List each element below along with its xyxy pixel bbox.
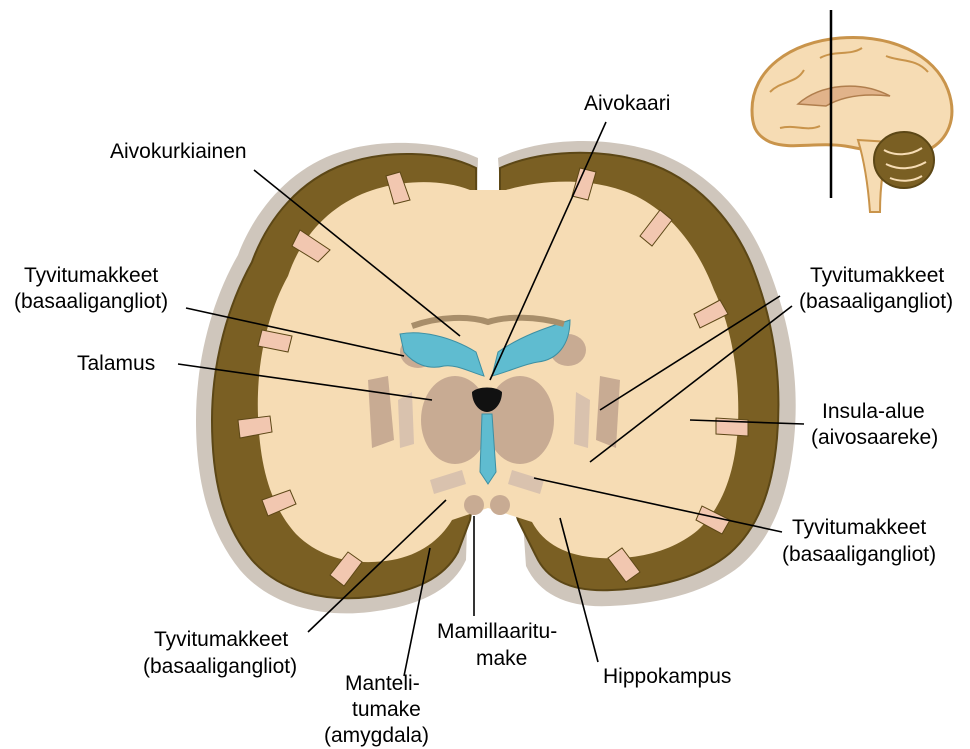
label-manteli-line2: tumake	[352, 698, 421, 721]
label-aivokaari: Aivokaari	[584, 92, 670, 115]
thumbnail-cerebellum	[874, 132, 934, 188]
label-hippokampus: Hippokampus	[603, 665, 731, 688]
label-tyvitumakkeet-left-upper-sub: (basaaligangliot)	[14, 290, 168, 313]
label-aivokurkiainen: Aivokurkiainen	[110, 140, 247, 163]
brain-section	[196, 141, 796, 613]
label-tyvitumakkeet-left-upper: Tyvitumakkeet	[24, 264, 158, 287]
label-tyvitumakkeet-left-lower: Tyvitumakkeet	[154, 628, 288, 651]
label-tyvitumakkeet-right-lower: Tyvitumakkeet	[792, 516, 926, 539]
label-insula: Insula-alue	[822, 400, 925, 423]
label-talamus: Talamus	[77, 352, 155, 375]
label-tyvitumakkeet-right-upper-sub: (basaaligangliot)	[799, 290, 953, 313]
label-manteli-line1: Manteli-	[345, 672, 420, 695]
label-insula-sub: (aivosaareke)	[811, 426, 938, 449]
label-manteli-line3: (amygdala)	[324, 724, 429, 747]
globus-right	[574, 392, 590, 448]
label-tyvitumakkeet-right-lower-sub: (basaaligangliot)	[782, 543, 936, 566]
label-tyvitumakkeet-left-lower-sub: (basaaligangliot)	[143, 655, 297, 678]
label-mamillaari-line2: make	[476, 647, 527, 670]
label-tyvitumakkeet-right-upper: Tyvitumakkeet	[810, 264, 944, 287]
mammillary-body-right	[490, 495, 510, 515]
globus-left	[398, 392, 414, 448]
putamen-right	[596, 376, 620, 448]
label-mamillaari-line1: Mamillaaritu-	[437, 620, 557, 643]
sagittal-thumbnail	[752, 10, 952, 212]
mammillary-body-left	[464, 495, 484, 515]
